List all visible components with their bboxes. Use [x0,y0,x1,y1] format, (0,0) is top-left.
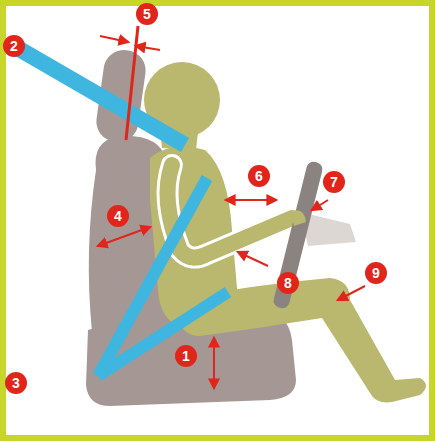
callout-number: 1 [182,349,190,363]
callout-circle: 5 [136,3,158,25]
callout-number: 6 [255,169,263,183]
callout-circle: 9 [365,262,387,284]
arrow [226,199,276,201]
headrest-line [126,26,138,140]
callout-number: 3 [12,376,20,390]
lap-belt [98,292,228,376]
hand [290,210,306,226]
driver [144,62,426,402]
callout-number: 8 [284,276,292,290]
arrow [136,46,160,50]
arrow [213,338,215,388]
arrow [338,286,365,300]
adjustment-arrows [98,26,365,388]
arrow [100,36,128,42]
arrow [312,200,328,210]
frame [3,3,432,438]
callout-number: 7 [330,175,338,189]
callout-circle: 3 [5,372,27,394]
callout-circle: 8 [277,272,299,294]
seat-belt [14,46,228,376]
callout-circle: 7 [323,171,345,193]
steering-wheel [272,160,324,309]
arrow [98,227,150,246]
arrow [238,252,268,266]
callout-circle: 4 [107,205,129,227]
callout-circle: 6 [248,165,270,187]
shoulder-belt [14,46,185,145]
callout-circle: 2 [3,35,25,57]
callout-number: 5 [143,7,151,21]
callout-circle: 1 [175,345,197,367]
callout-number: 9 [372,266,380,280]
callout-number: 2 [10,39,18,53]
callout-number: 4 [114,209,122,223]
